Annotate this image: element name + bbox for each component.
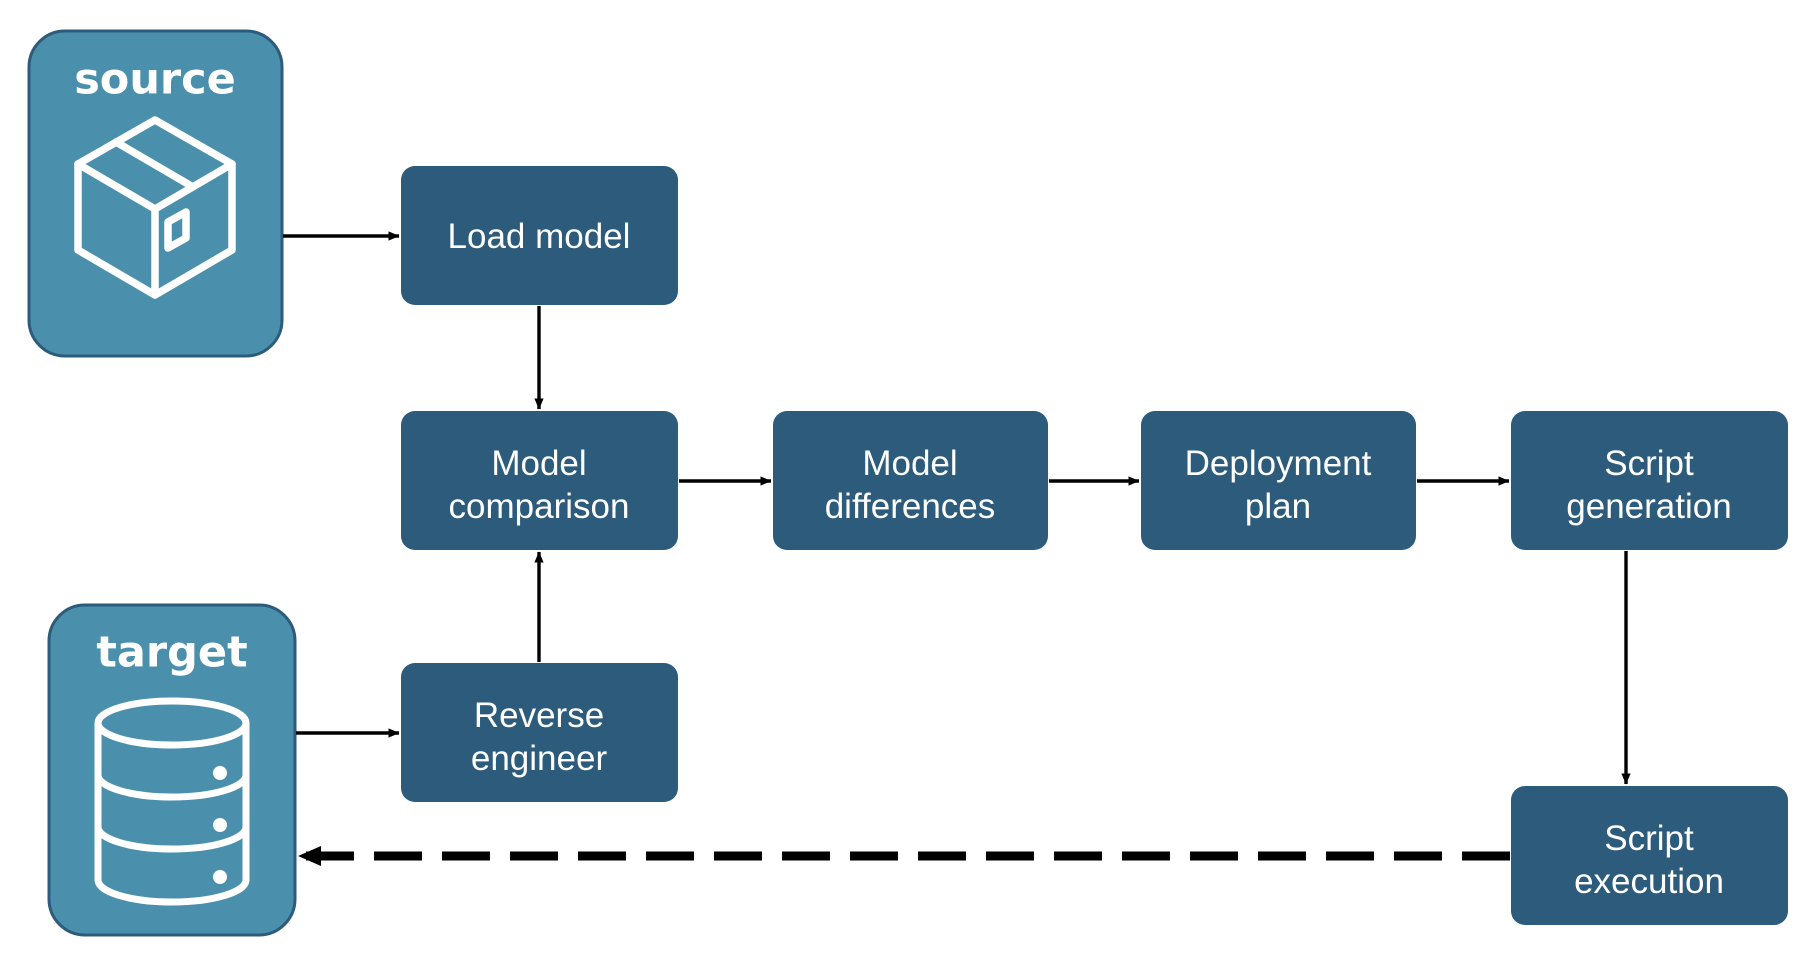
process-node-deployment-plan-shape xyxy=(1141,411,1416,550)
process-node-reverse-engineer-shape xyxy=(401,663,678,802)
process-node-model-comparison-label-line1: Model xyxy=(491,444,586,483)
process-node-reverse-engineer-label-line2: engineer xyxy=(471,739,608,778)
process-node-script-generation-label-line2: generation xyxy=(1566,487,1731,526)
process-node-script-execution-shape xyxy=(1511,786,1788,925)
process-node-model-comparison[interactable]: Model comparison xyxy=(401,411,678,550)
process-node-model-differences[interactable]: Model differences xyxy=(773,411,1048,550)
process-node-script-execution-label-line2: execution xyxy=(1574,862,1724,901)
database-cylinder-icon xyxy=(94,697,250,906)
process-node-script-generation[interactable]: Script generation xyxy=(1511,411,1788,550)
database-status-dots-icon xyxy=(213,766,227,884)
process-node-deployment-plan[interactable]: Deployment plan xyxy=(1141,411,1416,550)
process-node-script-execution[interactable]: Script execution xyxy=(1511,786,1788,925)
process-node-script-execution-label-line1: Script xyxy=(1604,819,1694,858)
process-node-model-comparison-shape xyxy=(401,411,678,550)
endpoint-target-label: target xyxy=(96,628,247,678)
process-node-model-differences-label-line1: Model xyxy=(862,444,957,483)
process-node-script-generation-label-line1: Script xyxy=(1604,444,1694,483)
process-node-deployment-plan-label-line1: Deployment xyxy=(1185,444,1372,483)
process-node-script-generation-shape xyxy=(1511,411,1788,550)
process-node-load-model-shape xyxy=(401,166,678,305)
endpoint-source-shape xyxy=(27,29,284,358)
process-node-reverse-engineer[interactable]: Reverse engineer xyxy=(401,663,678,802)
process-node-model-differences-label-line2: differences xyxy=(825,487,996,526)
process-node-reverse-engineer-label-line1: Reverse xyxy=(474,696,604,735)
endpoint-source[interactable]: source xyxy=(27,29,284,358)
process-node-model-differences-shape xyxy=(773,411,1048,550)
process-node-load-model[interactable]: Load model xyxy=(401,166,678,305)
process-node-load-model-label: Load model xyxy=(448,217,631,256)
endpoint-target-shape xyxy=(47,603,297,937)
endpoint-target[interactable]: target xyxy=(47,603,297,937)
package-box-icon xyxy=(74,116,236,299)
process-node-model-comparison-label-line2: comparison xyxy=(449,487,630,526)
endpoint-source-label: source xyxy=(74,55,236,105)
process-node-deployment-plan-label-line2: plan xyxy=(1245,487,1311,526)
